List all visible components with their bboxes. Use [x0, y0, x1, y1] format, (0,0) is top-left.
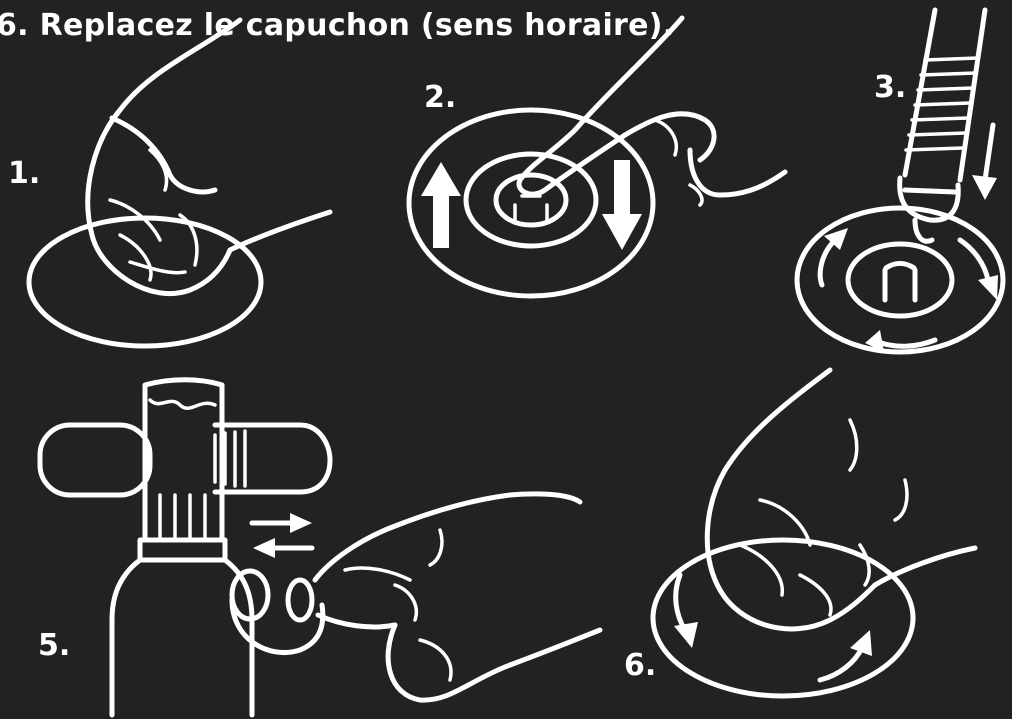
step3-illustration: [797, 10, 1003, 352]
step6-valve-base: [653, 540, 913, 696]
valve-icon: [40, 380, 330, 540]
step2-illustration: [409, 18, 785, 296]
hand-icon: [88, 20, 330, 294]
step3-valve-outer: [797, 208, 1003, 352]
step5-illustration: [40, 380, 600, 715]
step-5-label: 5.: [38, 628, 70, 663]
bottle-icon: [112, 540, 252, 715]
step-1-label: 1.: [8, 156, 40, 191]
step-2-label: 2.: [424, 80, 456, 115]
step-6-label: 6.: [624, 648, 656, 683]
up-arrow-icon: [421, 162, 461, 248]
step1-valve-base: [29, 218, 261, 346]
down-arrow-icon: [972, 125, 997, 200]
step1-illustration: [29, 20, 330, 346]
step6-illustration: [653, 370, 975, 696]
step3-valve-ring: [848, 244, 952, 316]
hand-icon: [707, 370, 975, 629]
hand-icon: [315, 494, 600, 700]
down-arrow-icon: [602, 160, 642, 250]
push-pull-arrows-icon: [252, 513, 312, 558]
step-3-label: 3.: [874, 70, 906, 105]
